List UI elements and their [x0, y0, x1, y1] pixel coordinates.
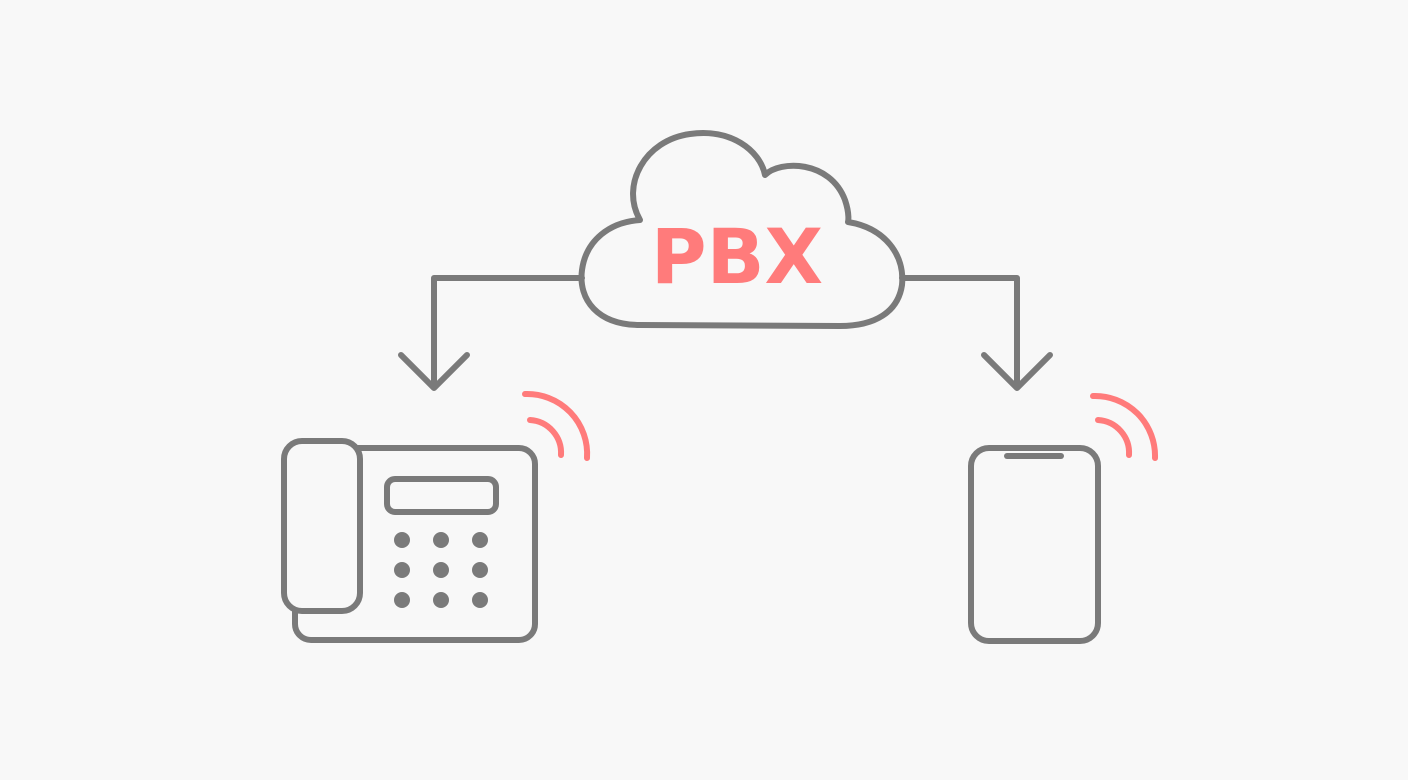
cloud-icon: PBX [578, 130, 906, 329]
signal-waves-icon [1090, 392, 1159, 461]
desk-phone-icon [281, 438, 538, 643]
connector-left [398, 275, 585, 391]
arrow-down-icon [398, 352, 470, 391]
signal-waves-icon [522, 390, 591, 461]
arrow-down-icon [981, 352, 1053, 391]
smartphone-icon [968, 445, 1101, 644]
connector-right [899, 275, 1053, 391]
cloud-label: PBX [651, 212, 823, 301]
